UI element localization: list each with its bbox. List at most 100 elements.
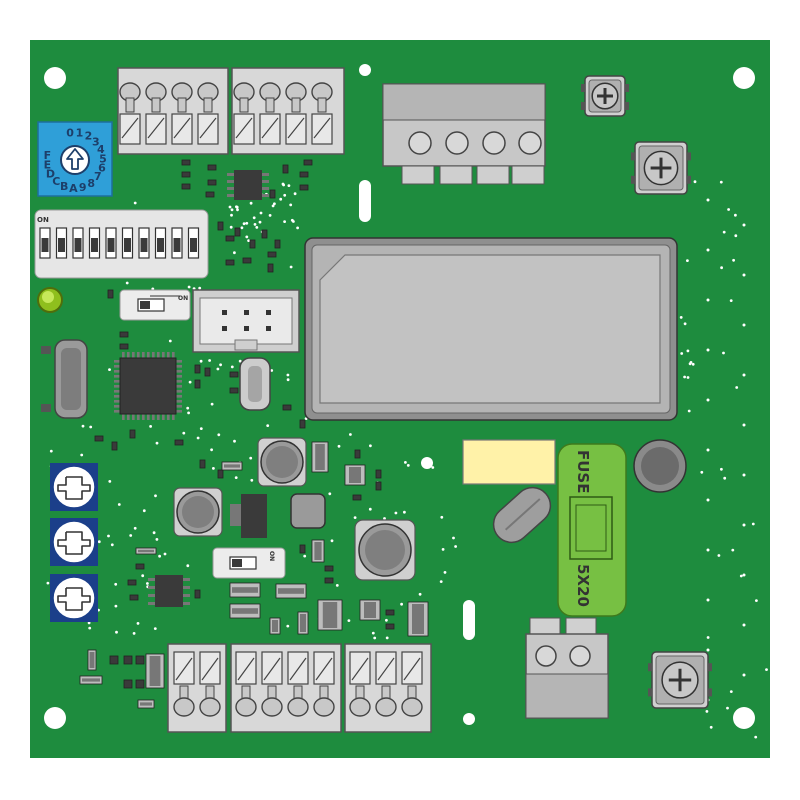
silk-dot	[234, 476, 238, 479]
silk-dot	[114, 582, 118, 586]
slide-switch-mid[interactable]: ON	[212, 547, 286, 579]
silk-dot	[155, 538, 159, 541]
silk-dot	[706, 648, 710, 652]
dip-on-label: ON	[37, 216, 49, 224]
silk-dot	[289, 203, 293, 207]
silk-dot	[742, 673, 746, 677]
silk-dot	[217, 433, 221, 437]
silk-dot	[108, 480, 112, 483]
trimmer-screw[interactable]	[50, 518, 98, 566]
smd-part	[94, 435, 104, 442]
smd-part	[297, 611, 309, 635]
smd-part	[194, 379, 201, 389]
rotary-digit: A	[69, 182, 78, 195]
silk-dot	[443, 571, 447, 574]
cross-screw-icon	[57, 476, 91, 500]
smd-part	[119, 331, 129, 338]
trimmer-screw[interactable]	[50, 574, 98, 622]
silk-dot	[330, 539, 334, 543]
silk-dot	[233, 439, 236, 443]
smd-part	[267, 263, 274, 273]
silk-dot	[369, 444, 372, 448]
silk-dot	[259, 211, 263, 215]
rotary-digit: F	[44, 149, 52, 162]
smd-part	[207, 164, 217, 171]
rotary-digit: 0	[66, 126, 74, 139]
smd-part	[181, 159, 191, 166]
silk-dot	[268, 214, 272, 217]
silk-dot	[296, 226, 299, 230]
silk-dot	[240, 226, 244, 230]
buzzer	[633, 439, 687, 493]
silk-dot	[680, 352, 684, 355]
silk-dot	[117, 503, 121, 506]
silk-dot	[271, 204, 275, 208]
rotary-digit: 7	[94, 170, 102, 183]
smd-part	[229, 387, 239, 394]
silk-dot	[283, 193, 287, 197]
silk-dot	[49, 449, 53, 453]
rotary-digit: B	[60, 180, 68, 193]
silk-dot	[765, 668, 768, 671]
smd-part	[282, 404, 292, 411]
silk-dot	[228, 205, 232, 209]
silk-dot	[403, 510, 406, 514]
silk-dot	[385, 636, 389, 640]
silk-dot	[439, 580, 443, 583]
silk-dot	[88, 626, 92, 630]
silk-dot	[440, 515, 444, 519]
silk-dot	[400, 602, 403, 606]
terminal-screw	[235, 697, 257, 717]
silk-dot	[230, 365, 234, 369]
potentiometer[interactable]	[631, 141, 691, 195]
silk-dot	[283, 220, 286, 224]
silk-dot	[114, 604, 118, 608]
potentiometer[interactable]	[581, 75, 629, 117]
silk-dot	[242, 222, 246, 226]
smd-part	[207, 179, 217, 186]
terminal-lever	[239, 97, 249, 113]
dip-switch[interactable]: ON	[34, 209, 209, 279]
silk-dot	[235, 205, 238, 209]
silk-dot	[686, 259, 689, 262]
smd-part	[137, 699, 155, 709]
silk-dot	[719, 180, 723, 184]
trimmer-screw[interactable]	[50, 463, 98, 511]
silk-dot	[722, 351, 725, 355]
silk-dot	[751, 522, 755, 526]
silk-dot	[742, 223, 746, 227]
silk-dot	[187, 411, 191, 415]
silk-dot	[81, 424, 85, 428]
silk-dot	[706, 398, 710, 402]
silk-dot	[133, 526, 137, 530]
silk-dot	[186, 564, 190, 568]
lcd-display	[304, 237, 678, 421]
silk-dot	[742, 523, 746, 527]
smd-part	[311, 441, 329, 473]
via-hole	[359, 64, 371, 76]
silk-dot	[431, 466, 435, 469]
silk-dot	[739, 574, 743, 578]
potentiometer[interactable]	[648, 651, 712, 709]
fuse-holder: FUSE 5X20	[557, 443, 627, 617]
silk-dot	[292, 220, 295, 223]
smd-part	[204, 367, 211, 377]
terminal-blocks-bottom	[167, 643, 432, 733]
silk-dot	[418, 592, 422, 596]
smd-part	[299, 184, 309, 191]
silk-dot	[722, 230, 726, 234]
silk-dot	[729, 299, 733, 302]
silk-dot	[89, 425, 93, 429]
trimmer-screws[interactable]	[50, 463, 98, 622]
silk-dot	[142, 509, 146, 513]
slide-switch-top[interactable]: ON	[119, 289, 191, 321]
smd-part	[324, 565, 334, 572]
smd-part	[299, 171, 309, 178]
slot-hole	[359, 180, 371, 222]
terminal-lever	[317, 97, 327, 113]
smd-part	[199, 459, 206, 469]
mcu-chip	[114, 352, 182, 420]
silk-dot	[742, 473, 746, 477]
